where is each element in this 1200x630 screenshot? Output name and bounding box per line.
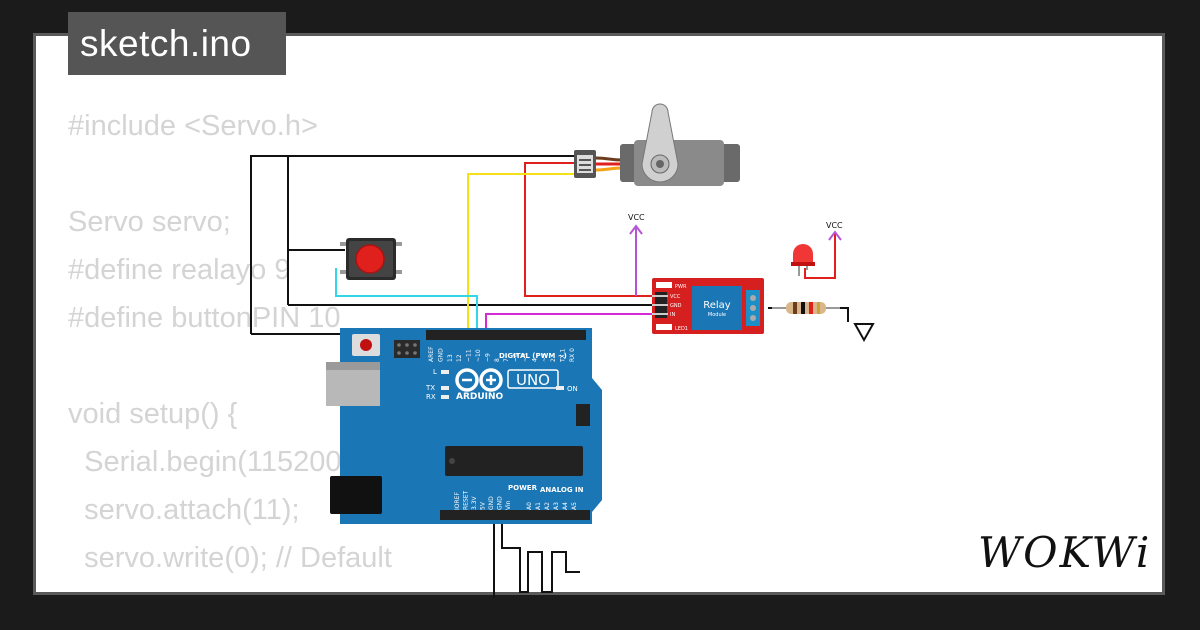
pin-label: IOREF [454, 492, 461, 510]
relay-pin-gnd: GND [670, 303, 682, 309]
code-line: Servo servo; [68, 206, 231, 238]
pin-label: A4 [562, 502, 569, 510]
relay-title: Relay [703, 300, 731, 311]
relay-led-label: LED1 [675, 326, 688, 332]
vcc-label-1: VCC [628, 213, 645, 222]
pin-label: ~5 [522, 353, 529, 362]
pin-label: ~3 [541, 353, 548, 362]
pin-label: ~6 [513, 353, 520, 362]
pushbutton[interactable] [340, 238, 402, 280]
relay-subtitle: Module [708, 312, 726, 318]
vcc-symbol-2: VCC [826, 221, 843, 241]
pin-label: A1 [535, 502, 542, 510]
pin-label: Vin [505, 500, 512, 510]
relay-pwr-label: PWR [675, 284, 687, 290]
pin-label: A2 [544, 502, 551, 510]
code-line: #include <Servo.h> [68, 110, 318, 142]
arduino-logo [455, 368, 503, 392]
arduino-uno[interactable]: DIGITAL (PWM ~) POWER ANALOG IN UNO ARDU… [326, 328, 602, 524]
pin-label: 5V [480, 501, 487, 510]
code-line: #define buttonPIN 10 [68, 302, 341, 334]
power-analog-header [440, 510, 590, 520]
code-line: servo.attach(11); [68, 494, 300, 526]
on-label: ON [567, 385, 578, 393]
code-line: void setup() { [68, 398, 238, 430]
pin-label: GND [437, 348, 444, 362]
code-line: Serial.begin(115200); [68, 446, 360, 478]
pin-label: ~9 [484, 353, 491, 362]
arduino-label: ARDUINO [456, 392, 504, 402]
ground-symbol [853, 323, 875, 343]
pin-label: RESET [463, 490, 470, 510]
pin-label: A3 [553, 502, 560, 510]
vcc-label-2: VCC [826, 221, 843, 230]
relay-module[interactable]: PWR LED1 VCC GND IN Relay Module [652, 278, 764, 334]
pin-label: TX 1 [560, 348, 567, 363]
pin-label: GND [488, 496, 495, 510]
red-wires [524, 162, 836, 297]
pin-label: A0 [526, 502, 533, 510]
uno-label: UNO [516, 371, 550, 389]
sketch-filename-tab: sketch.ino [68, 12, 286, 75]
pin-label: 7 [503, 358, 510, 362]
pin-label: GND [497, 496, 504, 510]
pin-label: AREF [428, 346, 435, 362]
pin-label: 8 [494, 358, 501, 362]
code-line: servo.write(0); // Default [68, 542, 392, 574]
wokwi-logo: WOKWi [978, 528, 1152, 577]
pin-label: 2 [550, 358, 557, 362]
red-led[interactable] [791, 244, 815, 276]
pin-label: ~11 [466, 349, 473, 362]
pin-label: 12 [456, 354, 463, 362]
l-label: L [433, 368, 437, 376]
relay-pin-in: IN [670, 312, 675, 318]
code-background: #include <Servo.h>Servo servo;#define re… [68, 102, 584, 592]
magenta-wire [485, 313, 652, 330]
tx-label: TX [425, 384, 435, 392]
digital-label: DIGITAL (PWM ~) [499, 352, 567, 360]
pin-label: RX 0 [569, 348, 576, 362]
pin-label: 4 [531, 358, 538, 362]
pin-label: ~10 [475, 349, 482, 362]
pin-label: 13 [447, 354, 454, 362]
power-label: POWER [508, 484, 538, 492]
relay-pin-vcc: VCC [670, 294, 681, 300]
resistor[interactable] [772, 302, 840, 314]
rx-label: RX [426, 393, 436, 401]
pin-label: A5 [571, 502, 578, 510]
yellow-wire [467, 173, 574, 330]
digital-header [426, 330, 586, 340]
microcontroller-chip [445, 446, 583, 476]
analog-label: ANALOG IN [540, 486, 584, 494]
cyan-wire [335, 268, 478, 330]
vcc-symbol-1: VCC [628, 213, 645, 235]
servo-motor[interactable] [574, 103, 740, 186]
pin-label: 3.3V [471, 495, 478, 510]
code-line: pinMode(buttonPIN, INPUT_PULLUP); [68, 582, 584, 592]
